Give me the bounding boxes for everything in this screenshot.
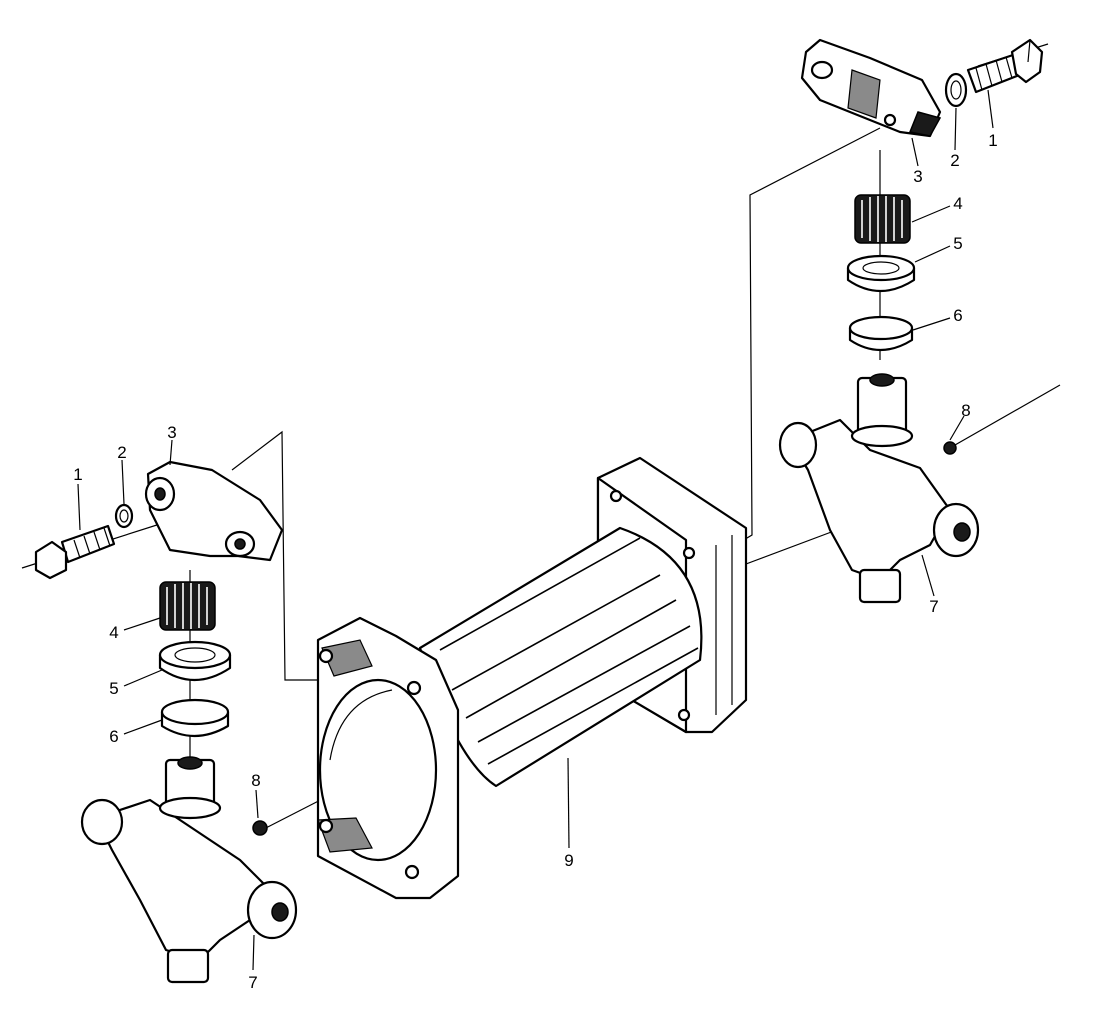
callout-left-5: 5 [109,679,118,698]
cylinder-housing [316,456,748,900]
callout-right-5: 5 [953,234,962,253]
callout-left-1: 1 [73,465,82,484]
callout-right-2: 2 [950,151,959,170]
callout-right-1: 1 [988,131,997,150]
callout-right-4: 4 [953,194,962,213]
callout-right-3: 3 [913,167,922,186]
callout-left-6: 6 [109,727,118,746]
callout-left-4: 4 [109,623,118,642]
callout-center-9: 9 [564,851,573,870]
callout-right-6: 6 [953,306,962,325]
callout-left-7: 7 [248,973,257,992]
washer-right [944,72,968,108]
callout-left-2: 2 [117,443,126,462]
callout-leaders [77,89,994,971]
needle-bearing-right [854,194,911,244]
seal-ring-left [158,640,232,681]
needle-bearing-left [159,581,216,631]
bolt-right [966,38,1044,94]
callout-left-3: 3 [167,423,176,442]
cylinder-shading [439,537,699,765]
journal-cross-right [778,373,980,604]
seal-retainer-right [848,315,914,351]
bolt-left [34,524,116,580]
callout-right-7: 7 [929,597,938,616]
callout-labels: 1 2 3 4 5 6 8 7 1 2 3 4 5 6 8 7 9 [73,131,997,992]
callout-left-8: 8 [251,771,260,790]
bearing-cap-left [144,460,284,562]
callout-right-8: 8 [961,401,970,420]
seal-retainer-left [160,698,230,737]
seal-ring-right [846,254,916,292]
washer-left [114,503,134,529]
bearing-cap-right [800,38,942,138]
journal-cross-left [80,756,298,984]
